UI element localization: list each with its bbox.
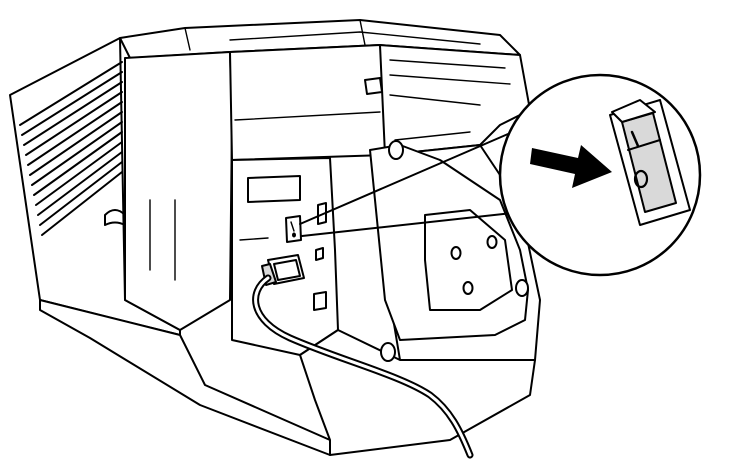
- switch-mark-on: [630, 130, 640, 148]
- top-housing: [229, 44, 386, 161]
- housing-latch: [364, 77, 383, 95]
- corner-knobs: [380, 140, 529, 362]
- front-panel: [124, 51, 233, 331]
- rear-door-inner: [424, 209, 513, 311]
- vent-slats: [19, 61, 123, 236]
- printer-power-switch: [285, 215, 302, 243]
- arrow-icon: [530, 145, 612, 188]
- callout-leader: [299, 133, 541, 237]
- printer-body: [9, 19, 541, 459]
- switch-mark-off: [633, 169, 649, 189]
- rear-door-screws: [450, 235, 498, 295]
- switch-callout: [498, 73, 702, 277]
